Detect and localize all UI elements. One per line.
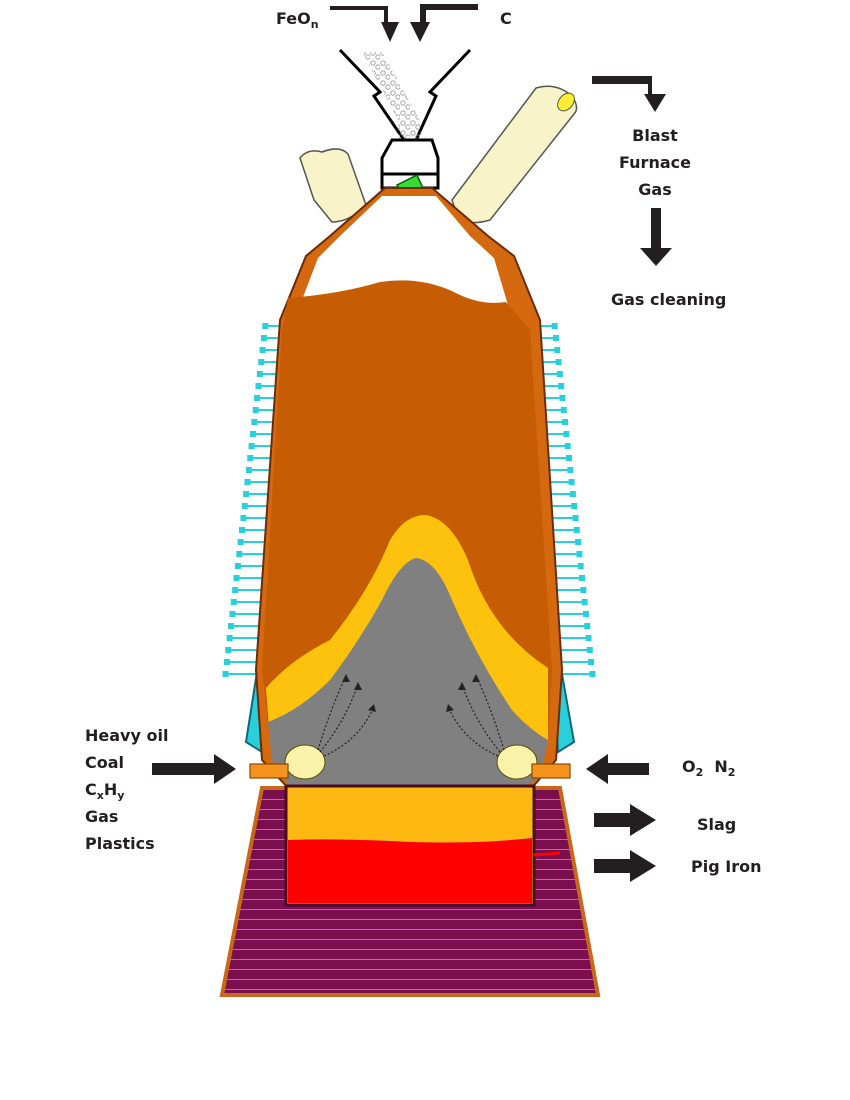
gas-cleaning-arrow	[640, 208, 672, 266]
gas-outlet-arrow	[592, 76, 666, 112]
hydrocarbon-label: CxHy	[85, 780, 125, 802]
injection-arrow	[152, 754, 236, 784]
blast-arrow	[586, 754, 649, 784]
blast-label: O2 N2	[682, 757, 736, 779]
slag-label: Slag	[697, 815, 737, 834]
heavy-oil-label: Heavy oil	[85, 726, 169, 745]
gas-cleaning-label: Gas cleaning	[611, 290, 727, 309]
gas-flow-arrows	[317, 675, 505, 757]
raceway-right	[496, 744, 538, 780]
tuyere-left	[249, 763, 289, 779]
furnace-throat	[300, 196, 508, 305]
tap-hole	[533, 851, 561, 857]
pig-iron-arrow	[594, 850, 656, 882]
gas-label-line-2: Furnace	[619, 153, 691, 172]
slag-layer	[288, 788, 532, 843]
gas-injectant-label: Gas	[85, 807, 119, 826]
raceway-left	[284, 744, 326, 780]
deadman-zone	[268, 558, 548, 786]
uptake-left	[299, 148, 367, 223]
ore-feed-arrow	[330, 6, 399, 42]
charging-hopper	[338, 48, 472, 141]
plastics-label: Plastics	[85, 834, 155, 853]
gas-label-line-1: Blast	[632, 126, 678, 145]
pig-iron-label: Pig Iron	[691, 857, 762, 876]
hot-metal-layer	[288, 838, 532, 903]
uptake-right	[451, 85, 578, 224]
gas-label-line-3: Gas	[638, 180, 672, 199]
ore-label: FeOn	[276, 9, 319, 31]
carbon-label: C	[500, 9, 512, 28]
slag-arrow	[594, 804, 656, 836]
carbon-feed-arrow	[410, 4, 478, 42]
tuyere-right	[531, 763, 571, 779]
coal-label: Coal	[85, 753, 125, 772]
gas-flow-heads	[342, 674, 480, 712]
